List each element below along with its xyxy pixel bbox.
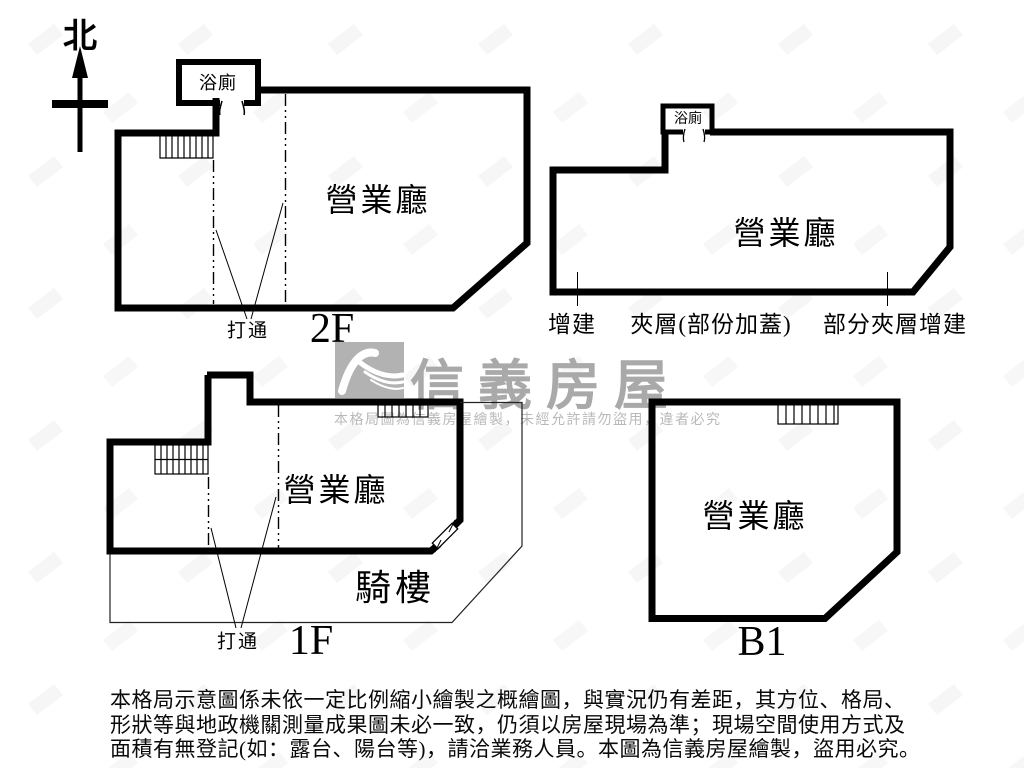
floor-1f-staircase-top <box>377 404 429 418</box>
floor-1f-arcade-label: 騎樓 <box>354 568 436 608</box>
mezzanine-addition-label: 增建 <box>548 312 596 337</box>
floor-2f-staircase <box>159 136 214 159</box>
floor-1f-knockthrough-label: 打通 <box>216 631 260 653</box>
disclaimer-line-3: 面積有無登記(如：露台、陽台等)，請洽業務人員。本圖為信義房屋繪製，盜用必究。 <box>110 737 921 761</box>
floor-b1-title: B1 <box>737 619 787 665</box>
mezzanine-leader-lines <box>577 272 888 306</box>
watermark-brand-text: 信義房屋 <box>410 356 682 416</box>
floor-1f-hall-label: 營業廳 <box>283 472 389 508</box>
mezzanine-bath-door <box>682 126 706 143</box>
floor-1f-entry-door <box>431 519 459 553</box>
floor-1f-lot-boundary <box>109 401 523 624</box>
floor-1f-knockthrough-lines <box>207 405 280 629</box>
north-label: 北 <box>63 18 97 56</box>
north-arrow <box>52 46 108 152</box>
disclaimer-line-1: 本格局示意圖係未依一定比例縮小繪製之概繪圖，與實況仍有差距，其方位、格局、 <box>110 688 906 712</box>
floor-2f-knockthrough-label: 打通 <box>226 320 270 342</box>
floor-b1-hall-label: 營業廳 <box>702 498 808 534</box>
floor-2f-hall-label: 營業廳 <box>325 182 431 218</box>
floor-2f-title: 2F <box>309 306 355 352</box>
mezzanine-hall-label: 營業廳 <box>733 215 839 251</box>
floor-2f-knockthrough-lines <box>212 94 287 320</box>
floor-1f-walls <box>106 371 464 555</box>
floor-b1-walls <box>648 398 901 622</box>
mezzanine-partial-addition-label: 部分夾層增建 <box>823 312 967 337</box>
watermark-notice-text: 本格局圖為信義房屋繪製，未經允許請勿盜用，違者必究 <box>334 411 722 427</box>
floor-1f-staircase-left <box>154 444 209 475</box>
floor-1f-title: 1F <box>288 618 334 664</box>
floor-2f-walls <box>114 59 531 312</box>
floor-2f-bathroom-label: 浴廁 <box>199 73 237 93</box>
disclaimer-text: 本格局示意圖係未依一定比例縮小繪製之概繪圖，與實況仍有差距，其方位、格局、 形狀… <box>110 688 920 762</box>
mezzanine-partialcover-label: 夾層(部份加蓋) <box>630 312 792 337</box>
mezzanine-walls <box>549 103 954 296</box>
floor-2f-bath-door <box>218 96 246 116</box>
mezzanine-bathroom-label: 浴廁 <box>674 112 702 127</box>
disclaimer-line-2: 形狀等與地政機關測量成果圖未必一致，仍須以房屋現場為準；現場空間使用方式及 <box>110 712 906 737</box>
floor-b1-staircase <box>777 403 839 425</box>
